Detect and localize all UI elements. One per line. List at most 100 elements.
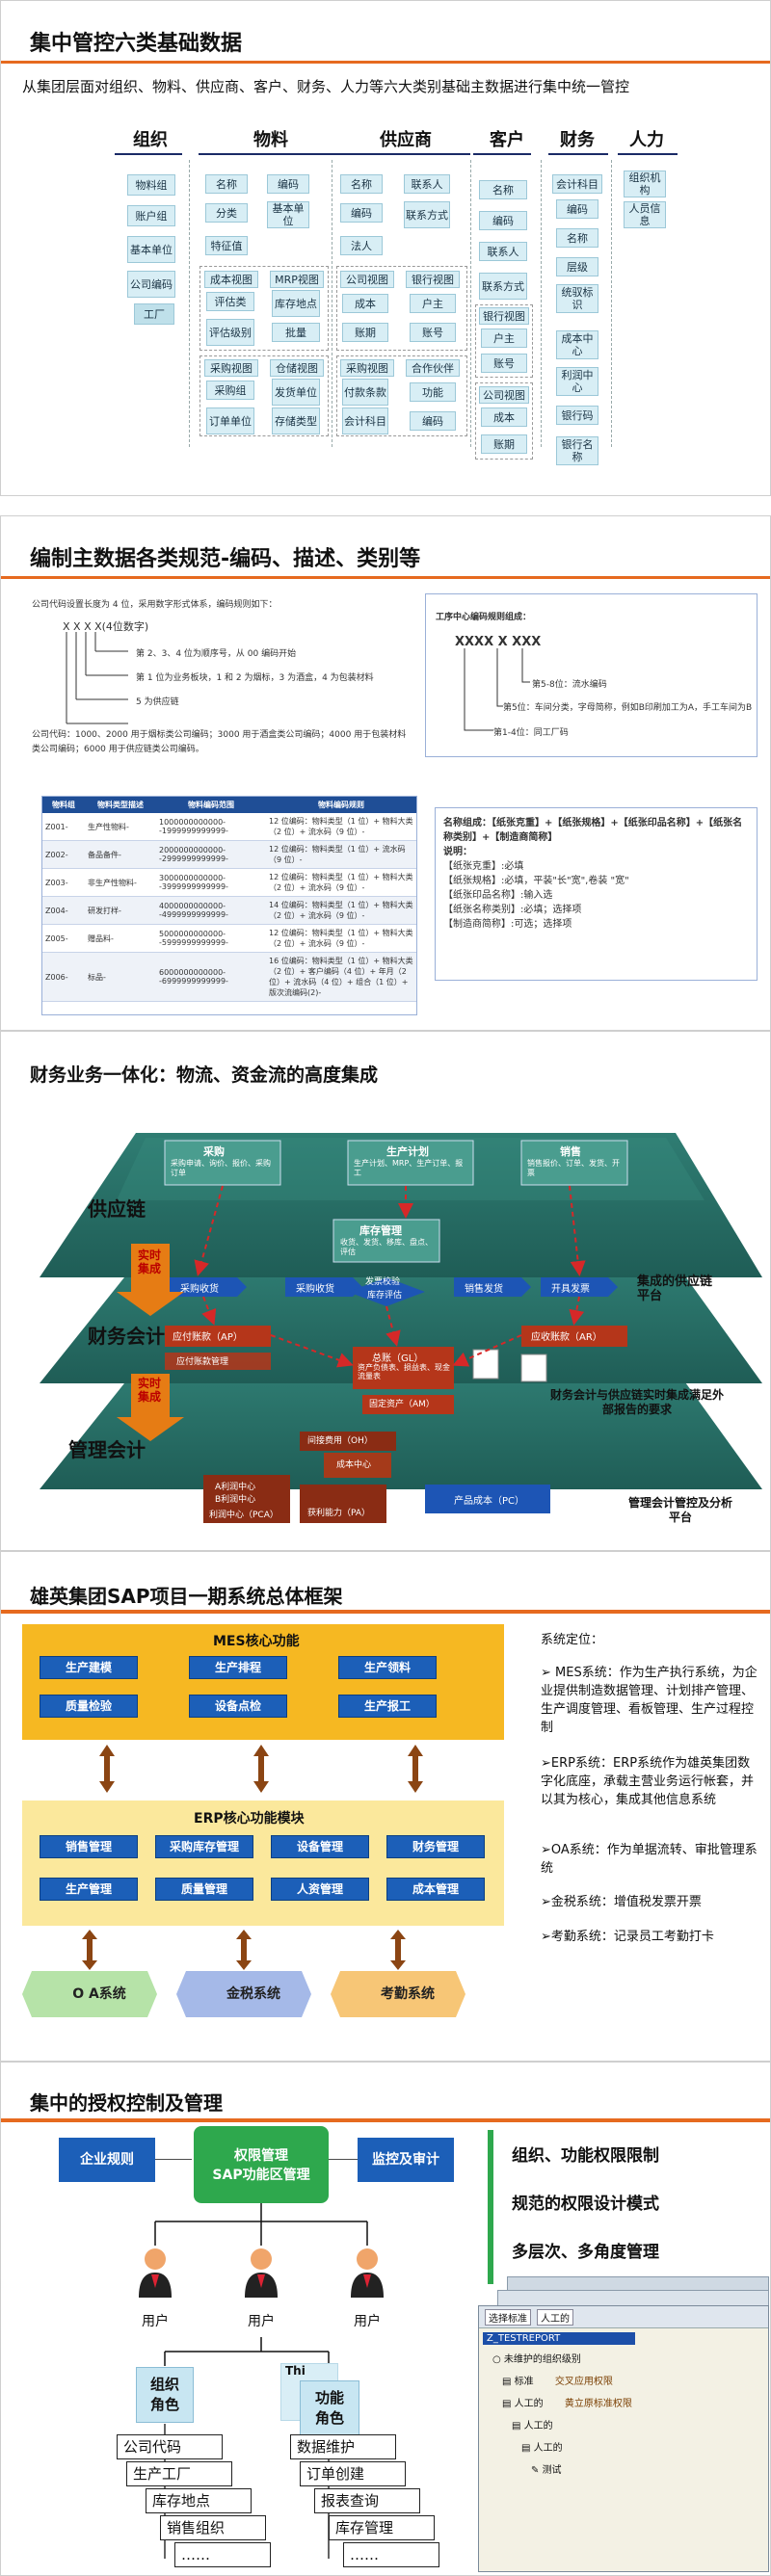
customer-item: 联系方式 (479, 273, 527, 300)
mes-module: 设备点检 (189, 1695, 287, 1718)
rule-line: 第 1 位为业务板块，1 和 2 为烟标，3 为酒盒，4 为包装材料 (136, 670, 374, 683)
table-cell: 16 位编码：物料类型（1 位）+ 物料大类（2 位）+ 客户编码（4 位）+ … (266, 953, 416, 1002)
sap-tree-row[interactable]: ▤ 人工的 (512, 2417, 768, 2431)
ap-label: 应付账款（AP） (173, 1328, 243, 1343)
supply-platform-label: 集成的供应链平台 (637, 1275, 714, 1303)
cat-customer: 客户 (478, 126, 536, 151)
supplier-item: 联系方式 (404, 201, 450, 228)
hr-item: 组织机构 (624, 171, 666, 197)
top-procure-detail: 采购申请、询价、报价、采购订单 (171, 1159, 277, 1178)
supplier-view: 户主 (410, 294, 456, 313)
select-standard-button[interactable]: 选择标准 (485, 2309, 531, 2326)
material-view: 成本视图 (204, 271, 258, 288)
naming-line: 【制造商简称】:可选；选择项 (443, 917, 749, 932)
table-row: Z001-生产性物料-1000000000000--1999999999999-… (42, 813, 416, 841)
sap-tree-root[interactable]: Z_TESTREPORT (483, 2332, 635, 2345)
auth-tree-lines (1, 2159, 464, 2400)
pc-label: 产品成本（PC） (454, 1492, 524, 1507)
table-cell: 非生产性物料- (85, 869, 156, 897)
erp-module: 采购库存管理 (155, 1835, 253, 1858)
customer-view: 账期 (481, 434, 527, 454)
material-view: 批量 (272, 323, 320, 342)
finance-item: 成本中心 (556, 330, 598, 359)
user-label: 用户 (248, 2311, 275, 2330)
sys-heading: 系统定位： (541, 1631, 758, 1649)
material-item: 编码 (267, 174, 309, 194)
rule-line: 5 为供应链 (136, 695, 179, 707)
org-list-item: 销售组织 (160, 2515, 266, 2540)
flow-label: 开具发票 (551, 1280, 590, 1295)
slide-master-data: 集中管控六类基础数据 从集团层面对组织、物料、供应商、客户、财务、人力等六大类别… (0, 0, 771, 496)
finance-item: 名称 (556, 228, 598, 248)
sap-tree-row[interactable]: ▤ 标准 交叉应用权限 (502, 2373, 768, 2387)
pa-label: 获利能力（PA） (307, 1506, 370, 1518)
org-item: 公司编码 (127, 271, 175, 298)
manual-button[interactable]: 人工的 (537, 2309, 573, 2326)
sap-window: 选择标准 人工的 Z_TESTREPORT ○ 未维护的组织级别 ▤ 标准 交叉… (478, 2305, 769, 2572)
sys-item: ➢OA系统：作为单据流转、审批管理系统 (541, 1841, 758, 1878)
oh-label: 间接费用（OH） (307, 1433, 373, 1446)
title-rule (1, 2118, 770, 2122)
doc-icon-b (521, 1354, 546, 1381)
tax-system: 金税系统 (186, 1976, 321, 2012)
doc-icon-a (473, 1350, 498, 1379)
finance-item: 会计科目 (552, 174, 602, 194)
cat-material: 物料 (237, 126, 305, 151)
tree-node-label: 人工的 (515, 2399, 544, 2409)
sys-item: ➢金税系统：增值税发票开票 (541, 1893, 758, 1911)
supplier-view: 编码 (410, 411, 456, 431)
tree-node-label: 人工的 (524, 2421, 553, 2431)
sap-tree-row[interactable]: ✎ 测试 (531, 2461, 768, 2476)
rule-example: 公司代码：1000、2000 用于烟标类公司编码；3000 用于酒盒类公司编码；… (32, 728, 408, 757)
bullet-icon: ➢ (541, 1756, 551, 1771)
link-arrows (22, 1740, 504, 1798)
green-divider (488, 2130, 493, 2284)
org-list-item: …… (174, 2542, 271, 2567)
sap-tree-row[interactable]: ▤ 人工的 (521, 2439, 768, 2454)
title-rule (1, 61, 770, 64)
naming-rule: 名称组成：【纸张克重】+【纸张规格】+【纸张印品名称】+【纸张名称类别】+【制造… (435, 807, 758, 981)
feature-text: 组织、功能权限限制 (512, 2142, 659, 2166)
finance-item: 银行码 (556, 406, 598, 425)
supplier-item: 法人 (340, 236, 383, 255)
material-view: 评估级别 (206, 319, 254, 346)
material-view: 库存地点 (272, 290, 320, 317)
column-separator (611, 160, 612, 447)
sap-tree-row[interactable]: ▤ 人工的 黄立原标准权限 (502, 2395, 768, 2409)
slide3-title: 财务业务一体化：物流、资金流的高度集成 (30, 1061, 378, 1087)
customer-item: 编码 (479, 211, 527, 230)
cat-underline (548, 153, 608, 155)
attendance-system: 考勤系统 (340, 1976, 475, 2012)
tree-node-label: Z_TESTREPORT (487, 2333, 560, 2344)
customer-view: 公司视图 (479, 386, 529, 404)
cat-underline (618, 153, 678, 155)
finance-report-label: 财务会计与供应链实时集成满足外部报告的要求 (550, 1388, 724, 1417)
slide-finance-integration: 财务业务一体化：物流、资金流的高度集成 (0, 1031, 771, 1551)
feature-text: 多层次、多角度管理 (512, 2238, 659, 2262)
table-header: 物料编码规则 (266, 797, 416, 813)
cat-supplier: 供应商 (367, 126, 444, 151)
material-view: MRP视图 (270, 271, 324, 288)
user-label: 用户 (142, 2311, 169, 2330)
sap-tree-row[interactable]: ○ 未维护的组织级别 (492, 2351, 768, 2365)
table-row: Z003-非生产性物料-3000000000000--3999999999999… (42, 869, 416, 897)
naming-line: 【纸张克重】:必填 (443, 859, 749, 874)
table-cell: 4000000000000--4999999999999- (156, 897, 266, 925)
erp-module: 生产管理 (40, 1878, 138, 1901)
customer-item: 联系人 (479, 242, 527, 261)
slide-authorization: 集中的授权控制及管理 企业规则 权限管理 SAP功能区管理 监控及审计 用户 用… (0, 2062, 771, 2576)
wc-rule-line: 第5位：车间分类，字母简称，例如B印刷加工为A，手工车间为B (503, 700, 752, 713)
pca-item: B利润中心 (215, 1492, 255, 1505)
mgmt-platform-label: 管理会计管控及分析平台 (627, 1496, 733, 1525)
func-list-item: …… (343, 2542, 439, 2567)
inventory-sub: 收货、发货、移库、盘点、评估 (340, 1238, 437, 1257)
mes-module: 生产报工 (338, 1695, 437, 1718)
bullet-icon: ➢ (541, 1895, 551, 1909)
column-separator (541, 160, 542, 447)
table-cell: 3000000000000--3999999999999- (156, 869, 266, 897)
cc-label: 成本中心 (336, 1458, 371, 1470)
table-cell: 生产性物料- (85, 813, 156, 841)
layer-supply-label: 供应链 (88, 1194, 146, 1222)
customer-view: 账号 (481, 354, 527, 373)
top-sales-detail: 销售报价、订单、发货、开票 (527, 1159, 624, 1178)
